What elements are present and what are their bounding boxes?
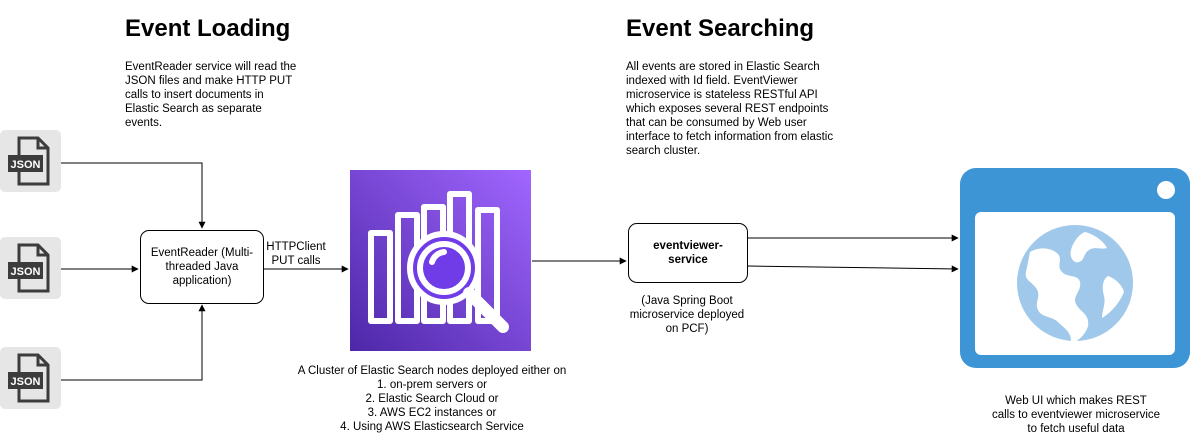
json-file-label: JSON: [11, 376, 41, 388]
event-searching-heading: Event Searching: [626, 15, 815, 42]
http-client-label: HTTPClient PUT calls: [266, 241, 326, 267]
file3-to-reader-arrow: [61, 304, 206, 381]
event-searching-description: All events are stored in Elastic Search …: [626, 61, 834, 157]
event-reader-node[interactable]: EventReader (Multi- threaded Java applic…: [140, 230, 264, 304]
eventviewer-service-label: eventviewer- service: [653, 240, 723, 266]
cluster-description: A Cluster of Elastic Search nodes deploy…: [297, 365, 567, 433]
event-reader-label: EventReader (Multi- threaded Java applic…: [150, 247, 254, 287]
event-loading-description: EventReader service will read the JSON f…: [125, 61, 297, 129]
web-browser-icon: [960, 168, 1190, 368]
event-loading-heading: Event Loading: [125, 15, 291, 42]
connectors: [61, 162, 959, 381]
json-file-icon: JSON: [0, 130, 61, 192]
json-file-icon: JSON: [0, 237, 61, 299]
globe-icon: [1017, 225, 1133, 344]
eventviewer-service-node[interactable]: eventviewer- service: [628, 223, 748, 283]
elasticsearch-service-icon: [350, 170, 531, 351]
json-file-icon: JSON: [0, 347, 61, 409]
file1-to-reader-arrow: [61, 162, 206, 229]
service-deployment-note: (Java Spring Boot microservice deployed …: [629, 295, 745, 335]
json-file-label: JSON: [11, 266, 41, 278]
webui-description: Web UI which makes REST calls to eventvi…: [991, 395, 1161, 435]
service-to-webui-arrow-bottom: [747, 265, 959, 273]
json-file-label: JSON: [11, 159, 41, 171]
